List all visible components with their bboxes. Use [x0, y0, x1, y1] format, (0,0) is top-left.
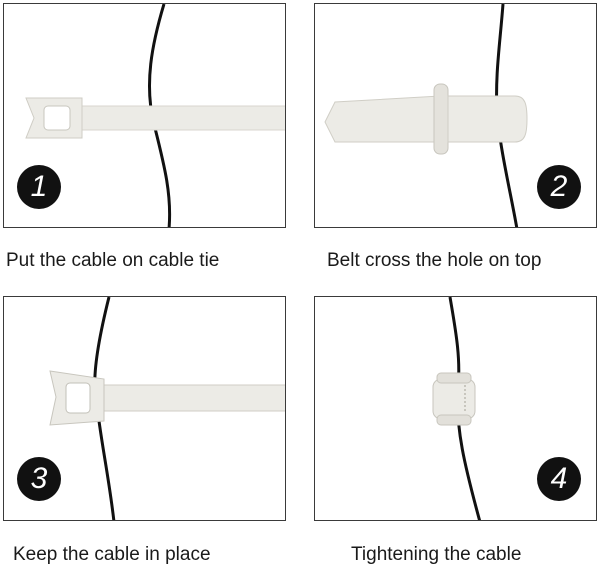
step-2-caption: Belt cross the hole on top [327, 250, 542, 271]
step-4-illustration [432, 297, 482, 520]
step-4-panel: 4 [314, 296, 597, 521]
step-4-badge: 4 [537, 457, 581, 501]
step-1-illustration [25, 4, 285, 227]
step-3-panel: 3 [3, 296, 286, 521]
step-2-badge: 2 [537, 165, 581, 209]
step-4-caption: Tightening the cable [351, 544, 522, 565]
step-3-caption: Keep the cable in place [13, 544, 211, 565]
step-3-badge: 3 [17, 457, 61, 501]
step-2-illustration [324, 4, 528, 227]
step-1-badge: 1 [17, 165, 61, 209]
step-2-panel: 2 [314, 3, 597, 228]
step-3-illustration [49, 297, 285, 520]
step-1-panel: 1 [3, 3, 286, 228]
step-1-caption: Put the cable on cable tie [6, 250, 220, 271]
